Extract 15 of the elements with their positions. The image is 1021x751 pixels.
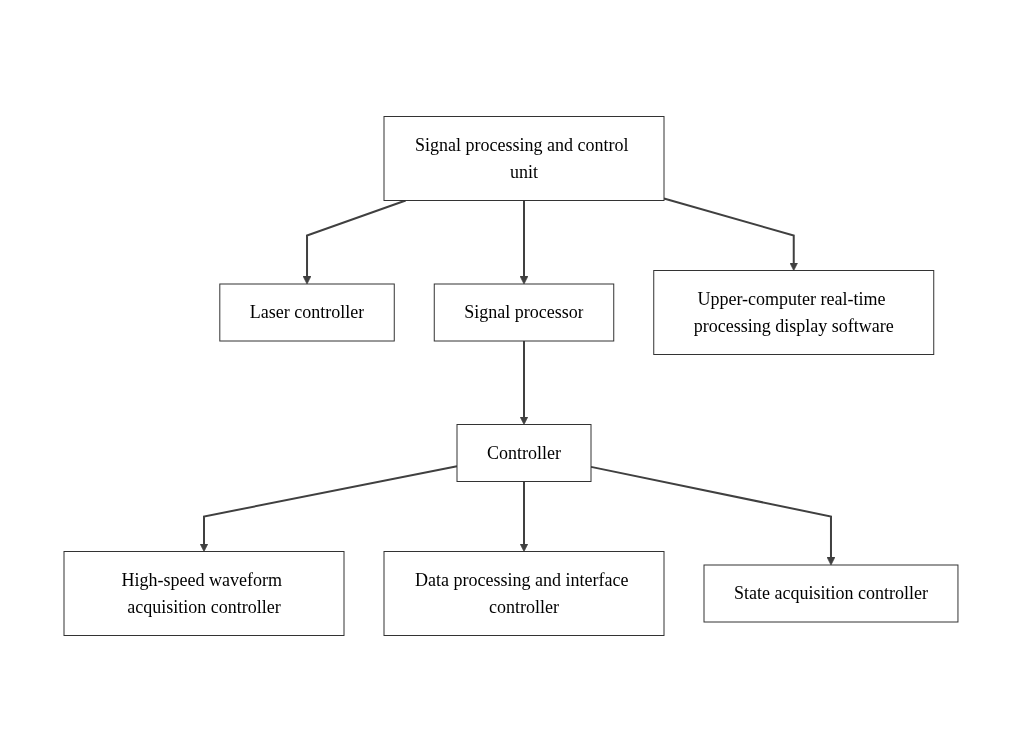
node-box: Controller <box>456 423 591 482</box>
node-box: Signal processing and control unit <box>383 115 664 201</box>
arrow <box>519 339 528 425</box>
node-box: High-speed waveform acquisition controller <box>63 550 344 636</box>
arrow <box>662 196 798 271</box>
arrow <box>589 465 835 565</box>
node-box: Laser controller <box>218 283 395 341</box>
arrow <box>302 199 407 284</box>
node-box: State acquisition controller <box>703 564 958 622</box>
arrow <box>519 199 528 284</box>
node-box: Upper-computer real-time processing display software <box>652 269 934 355</box>
arrow <box>519 480 528 552</box>
node-box: Data processing and interface controller <box>383 550 664 636</box>
node-box: Signal processor <box>433 283 614 341</box>
arrow <box>199 464 458 552</box>
